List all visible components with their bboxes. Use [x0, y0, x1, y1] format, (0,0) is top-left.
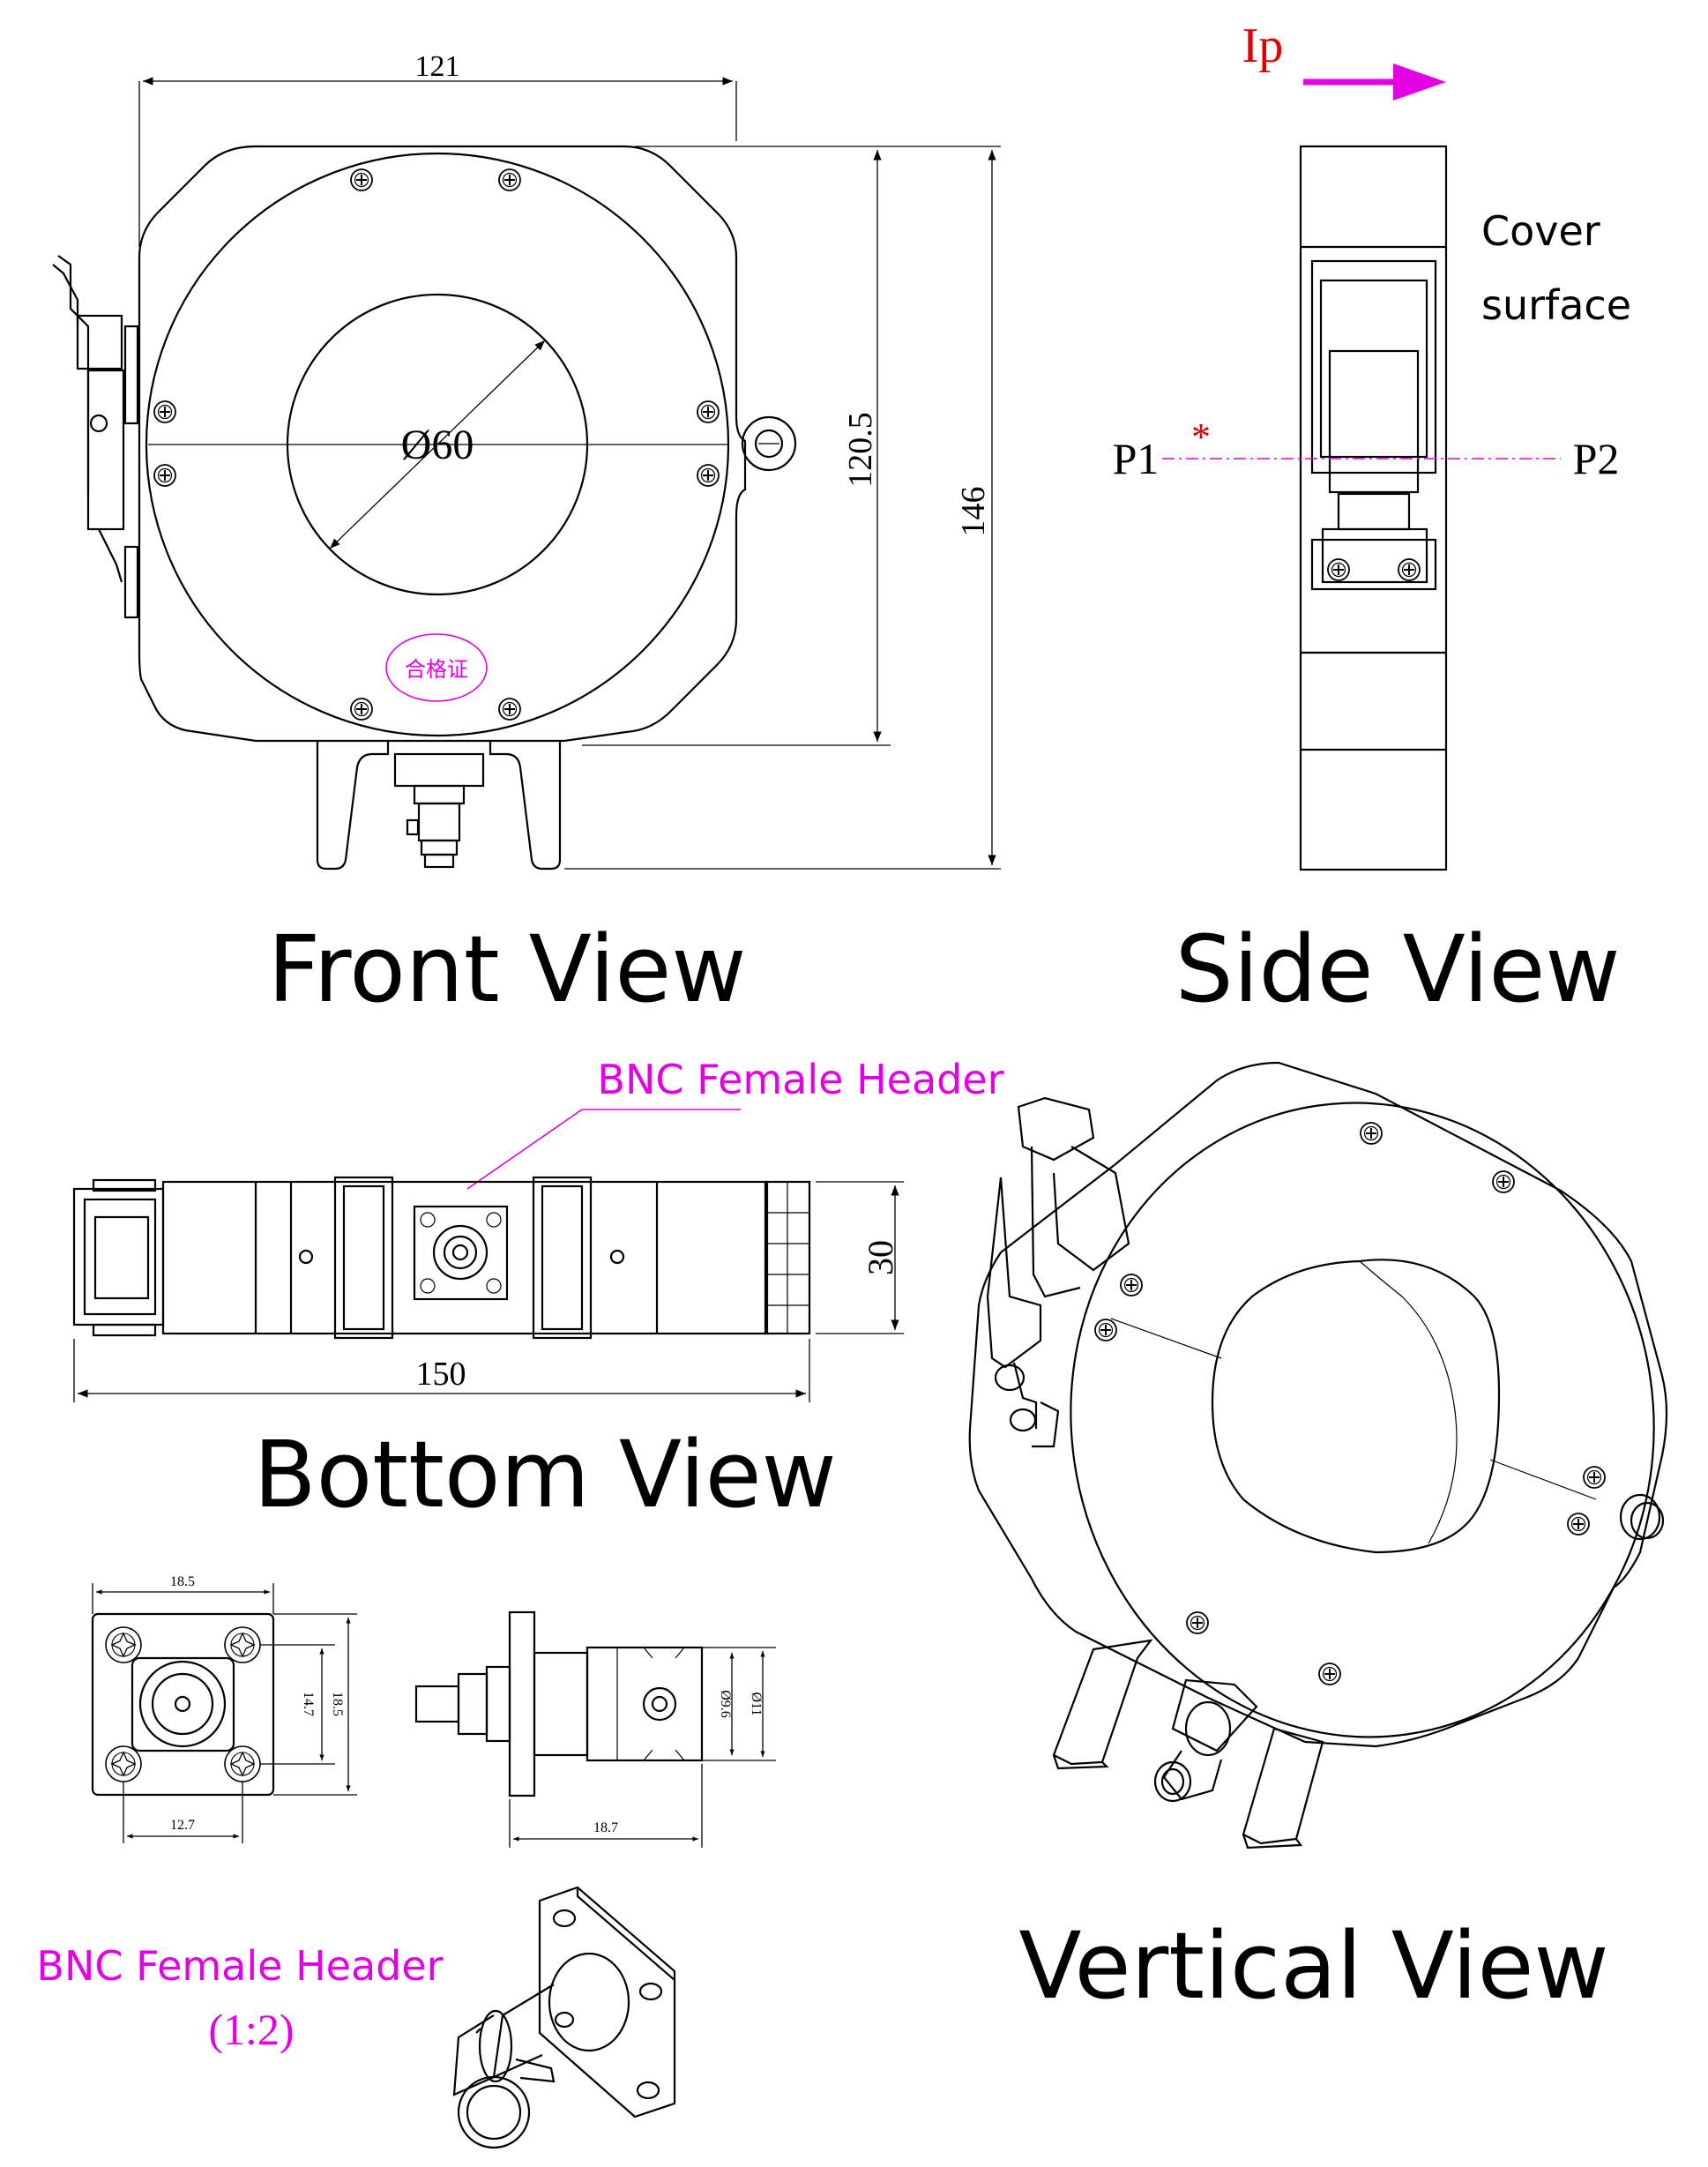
- screw-icon: [105, 1745, 142, 1782]
- screw-icon: [350, 698, 373, 721]
- iso-front-ring: [1070, 1102, 1655, 1738]
- dim-aperture-label: Ø60: [401, 422, 474, 468]
- iso-bnc-connector: [1153, 1678, 1258, 1803]
- certificate-stamp-text: 合格证: [405, 658, 468, 682]
- screw-icon: [1492, 1170, 1515, 1193]
- side-body: [1299, 145, 1448, 871]
- screw-icon: [224, 1626, 261, 1663]
- iso-right-foot: [1242, 1727, 1324, 1845]
- screw-icon: [350, 168, 373, 191]
- side-view: Ip P1 P2 * Cover surface Side View: [1113, 19, 1631, 1023]
- cover-label-line2: surface: [1481, 281, 1631, 329]
- bottom-right-ribs: [764, 1180, 811, 1335]
- screw-icon: [697, 400, 720, 423]
- dim-body-length-label: 18.7: [593, 1820, 618, 1835]
- screw-icon: [1120, 1274, 1143, 1296]
- bottom-left-clamp: [72, 1178, 165, 1337]
- right-foot: [489, 741, 562, 871]
- iso-side-latch: [1619, 1493, 1661, 1541]
- p2-label: P2: [1573, 434, 1620, 483]
- cover-label-line1: Cover: [1481, 207, 1600, 255]
- screw-icon: [1094, 1319, 1117, 1341]
- bottom-view: BNC Female Header: [72, 1056, 1004, 1528]
- iso-housing: [968, 1061, 1668, 1748]
- screw-icon: [1318, 1663, 1341, 1685]
- front-view-title: Front View: [268, 915, 747, 1023]
- iso-left-clamp: [986, 1096, 1130, 1448]
- connector-detail: 18.5 14.7 18.5 12.7: [91, 1574, 776, 1848]
- screw-icon: [697, 464, 720, 487]
- dim-flange-height-label: 18.5: [330, 1692, 345, 1716]
- connector-flange-front: [91, 1612, 275, 1797]
- screw-icon: [1567, 1513, 1590, 1536]
- screw-icon: [224, 1745, 261, 1782]
- current-label: Ip: [1242, 19, 1284, 73]
- screw-icon: [105, 1626, 142, 1663]
- vertical-view-title: Vertical View: [1018, 1912, 1608, 2020]
- dim-height-146: 146: [564, 146, 1001, 870]
- dim-height-120-5-label: 120.5: [842, 412, 879, 488]
- screw-icon: [1186, 1611, 1209, 1634]
- front-housing: [138, 145, 747, 743]
- vertical-view: Vertical View: [968, 1061, 1668, 2020]
- current-direction-arrow-icon: [1303, 64, 1446, 101]
- connector-side-profile: [414, 1610, 704, 1797]
- dim-flange-width-label: 18.5: [170, 1574, 195, 1589]
- dim-hole-spacing-v-label: 14.7: [301, 1692, 316, 1716]
- side-clamp: [1310, 259, 1437, 591]
- dim-hole-spacing-h-label: 12.7: [170, 1818, 195, 1833]
- certificate-stamp: [385, 633, 488, 702]
- screw-icon: [1327, 558, 1350, 581]
- p1-label: P1: [1113, 434, 1160, 483]
- screw-icon: [1398, 558, 1421, 581]
- dim-width-121: 121: [138, 50, 737, 247]
- connector-iso-label: BNC Female Header: [36, 1942, 443, 1990]
- dim-height-120-5: 120.5: [582, 146, 891, 746]
- screw-icon: [1583, 1466, 1606, 1489]
- left-foot: [316, 741, 390, 871]
- side-view-title: Side View: [1175, 915, 1621, 1023]
- dim-depth-label: 30: [861, 1240, 900, 1275]
- screw-icon: [498, 168, 521, 191]
- connector-iso: BNC Female Header (1:2): [36, 1886, 676, 2149]
- connector-iso-scale: (1:2): [208, 2005, 294, 2054]
- polarity-mark: *: [1191, 415, 1211, 459]
- screw-icon: [498, 698, 521, 721]
- iso-left-foot: [1052, 1639, 1153, 1766]
- screw-icon: [153, 464, 176, 487]
- dim-length-label: 150: [416, 1356, 466, 1393]
- bottom-bnc-flange: [413, 1205, 509, 1301]
- dim-outer-dia-label: Ø11: [749, 1693, 764, 1716]
- left-clamp: [52, 255, 139, 619]
- dim-inner-dia-label: Ø9.6: [718, 1690, 733, 1718]
- front-view: 121 120.5 146 Ø60: [52, 50, 1001, 1023]
- dim-width-label: 121: [415, 50, 460, 83]
- screw-icon: [1360, 1122, 1383, 1145]
- bottom-callout: BNC Female Header: [597, 1056, 1003, 1103]
- side-latch: [741, 415, 797, 472]
- dim-height-146-label: 146: [955, 487, 992, 537]
- bottom-view-title: Bottom View: [253, 1421, 836, 1528]
- front-bnc-connector: [393, 752, 485, 869]
- iso-aperture: [1211, 1259, 1501, 1554]
- screw-icon: [153, 400, 176, 423]
